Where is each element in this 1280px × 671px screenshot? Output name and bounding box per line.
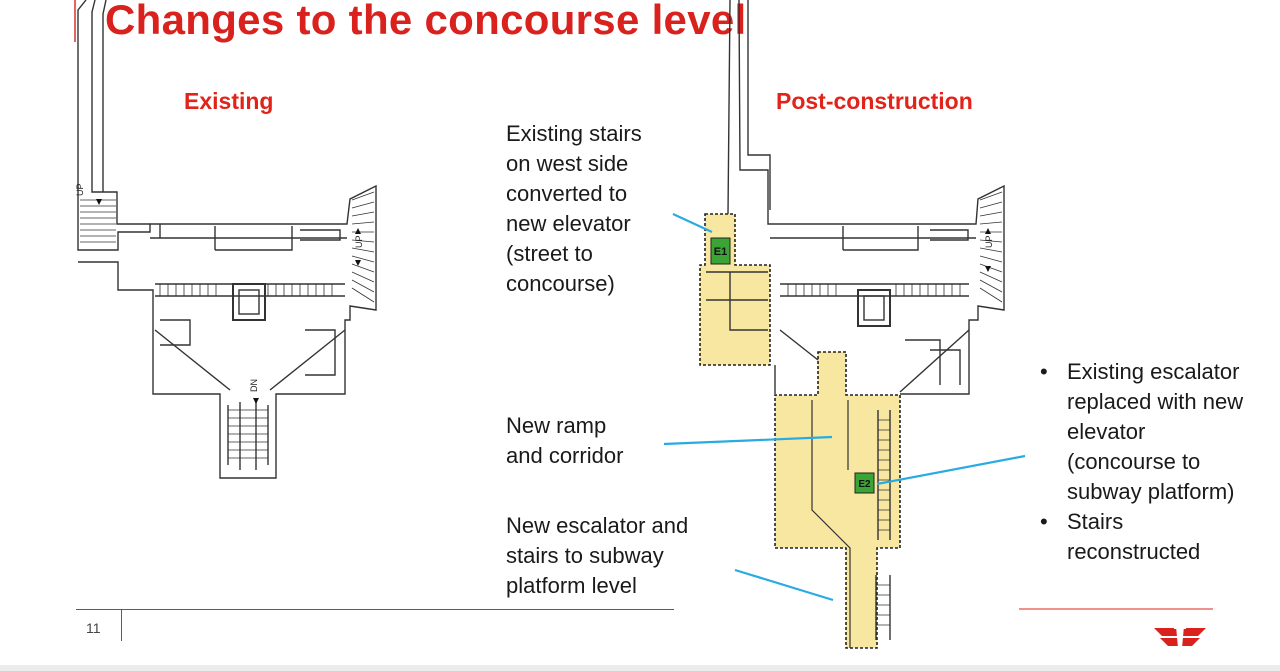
e2-label: E2 bbox=[858, 479, 871, 490]
bullet-list: Existing escalator replaced with new ele… bbox=[1040, 357, 1243, 567]
arrow-down-icon bbox=[985, 266, 991, 272]
existing-floor-plan bbox=[77, 0, 377, 479]
dn-label: DN bbox=[249, 379, 259, 392]
bullet-stairs: Stairs reconstructed bbox=[1040, 507, 1243, 567]
callout-new-ramp: New ramp and corridor bbox=[506, 413, 624, 468]
arrow-down-icon bbox=[355, 260, 361, 266]
up-label-right: UP bbox=[354, 235, 364, 248]
e1-label: E1 bbox=[714, 246, 727, 258]
elevator-e1: E1 bbox=[710, 237, 731, 265]
post-construction-heading: Post-construction bbox=[776, 88, 973, 114]
slide-title: Changes to the concourse level bbox=[105, 0, 747, 43]
up-label-left: UP bbox=[75, 183, 85, 196]
callout-west-stairs: Existing stairs on west side converted t… bbox=[506, 121, 642, 296]
elevator-e2: E2 bbox=[854, 472, 875, 494]
up-label-post: UP bbox=[984, 235, 994, 248]
ttc-logo-icon bbox=[1154, 626, 1206, 648]
page-number: 11 bbox=[86, 620, 101, 636]
arrow-down-icon bbox=[253, 398, 259, 404]
arrow-up-icon bbox=[985, 228, 991, 234]
bottom-bar bbox=[0, 665, 1280, 671]
post-construction-floor-plan bbox=[699, 0, 1005, 649]
footer-divider bbox=[121, 609, 122, 641]
leader-lines bbox=[663, 213, 1026, 602]
callout-new-escalator: New escalator and stairs to subway platf… bbox=[506, 513, 689, 598]
existing-heading: Existing bbox=[184, 88, 274, 114]
bullet-escalator: Existing escalator replaced with new ele… bbox=[1040, 357, 1243, 507]
arrow-up-icon bbox=[355, 228, 361, 234]
arrow-down-icon bbox=[96, 199, 102, 205]
footer-rule bbox=[76, 609, 674, 610]
